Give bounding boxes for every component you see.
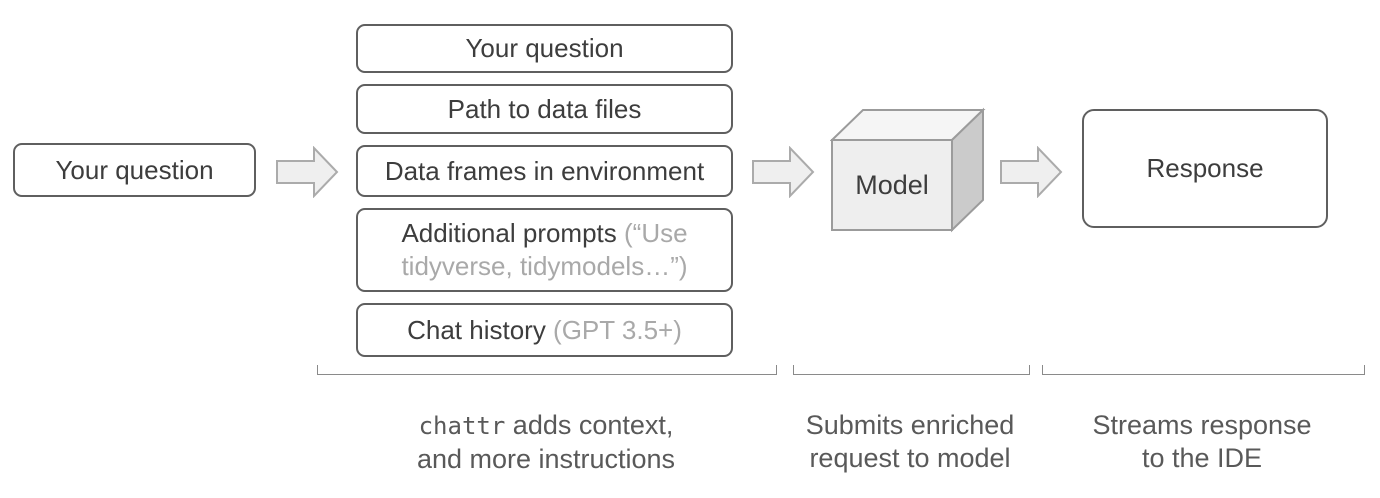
stack-item-label: Your question — [465, 33, 624, 63]
response-box: Response — [1082, 109, 1328, 228]
your-question-box: Your question — [13, 143, 256, 197]
stack-item-chat-history: Chat history (GPT 3.5+) — [356, 303, 733, 357]
caption-context-line2: and more instructions — [416, 444, 676, 474]
stack-item-label: Additional prompts — [401, 218, 617, 248]
stack-item-note: (“Use tidyverse, tidymodels…”) — [401, 218, 688, 281]
caption-model-line2: request to model — [809, 443, 1011, 473]
bracket-model — [793, 365, 1030, 375]
flow-arrow-icon — [276, 146, 339, 198]
stack-item-additional-prompts: Additional prompts (“Use tidyverse, tidy… — [356, 208, 733, 292]
caption-model: Submits enriched request to model — [760, 409, 1060, 475]
model-cube-icon — [830, 107, 986, 233]
stack-item-label: Path to data files — [447, 93, 642, 124]
stack-item-text: Additional prompts (“Use tidyverse, tidy… — [372, 217, 717, 283]
caption-response-line1: Streams response — [1092, 410, 1312, 440]
model-cube-label-wrap: Model — [832, 140, 952, 230]
context-stack: Your question Path to data files Data fr… — [356, 24, 733, 357]
flow-arrow-icon — [752, 146, 815, 198]
stack-item-note: (GPT 3.5+) — [545, 314, 682, 345]
caption-response: Streams response to the IDE — [1042, 409, 1362, 475]
stack-item-label: Data frames in environment — [384, 155, 705, 186]
caption-context: chattr adds context, and more instructio… — [316, 409, 776, 476]
caption-model-line1: Submits enriched — [805, 410, 1015, 440]
caption-text: adds context, — [505, 410, 674, 440]
stack-item-path-to-data-files: Path to data files — [356, 84, 733, 134]
bracket-context — [317, 365, 777, 375]
stack-item-text: Chat history (GPT 3.5+) — [407, 314, 682, 347]
caption-response-line2: to the IDE — [1141, 443, 1263, 473]
stack-item-your-question: Your question — [356, 24, 733, 73]
stack-item-data-frames: Data frames in environment — [356, 145, 733, 197]
your-question-label: Your question — [55, 154, 214, 185]
caption-context-line1: chattr adds context, — [316, 409, 776, 443]
bracket-response — [1042, 365, 1365, 375]
response-label: Response — [1146, 153, 1264, 183]
chattr-code-text: chattr — [418, 412, 506, 440]
stack-item-label: Chat history — [407, 314, 546, 345]
model-label: Model — [855, 169, 929, 200]
flow-arrow-icon — [1000, 146, 1063, 198]
